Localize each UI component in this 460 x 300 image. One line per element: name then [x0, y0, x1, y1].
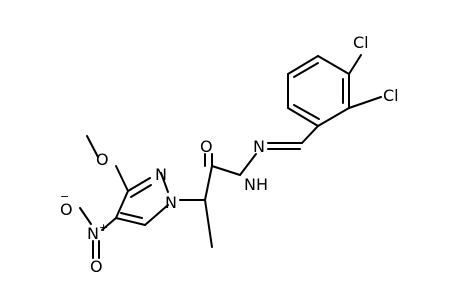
nitro-oxygen: O [60, 200, 73, 219]
nitro-o-bond [79, 207, 92, 225]
chlorine-atom: Cl [383, 86, 399, 105]
c-nitro-bond [101, 217, 117, 231]
ring-bond [293, 62, 319, 78]
ring-bond [317, 107, 350, 127]
ring-bond [317, 55, 350, 75]
nitro-oxygen: O [90, 257, 103, 276]
nitro-nitrogen-charge: + [99, 221, 108, 234]
pyrazole-nitrogen: N [155, 165, 167, 184]
pyrazole-bond [120, 212, 143, 219]
atom-labels: Cl Cl O N N H N N O N + O − O [60, 33, 399, 276]
pyrazole-bond [115, 217, 146, 226]
ring-bond [287, 107, 319, 127]
ring-bond [293, 104, 320, 120]
hydrazone-nitrogen: N [253, 137, 265, 156]
n-n-bond [239, 153, 257, 176]
o-methyl-bond [86, 135, 99, 158]
ring-ch-bond [301, 125, 319, 144]
pyrazole-bond [115, 190, 129, 219]
pyrazole-nitrogen: N [165, 193, 177, 212]
c-cl-bond [348, 54, 362, 75]
methoxy-oxygen: O [96, 150, 109, 169]
c-methyl-bond [204, 199, 213, 248]
c-cl-bond [348, 96, 382, 109]
pyrazole-bond [144, 204, 169, 226]
bonds [79, 54, 382, 259]
nh-hydrogen: H [256, 175, 268, 194]
carbonyl-oxygen: O [200, 137, 213, 156]
pyrazole-bond [130, 184, 152, 198]
ring-bond [287, 55, 319, 75]
pyrazole-bond [160, 172, 169, 193]
c-o-bond [115, 165, 129, 192]
nitro-nitrogen: N [87, 224, 99, 243]
chlorine-atom: Cl [353, 33, 369, 52]
pyrazole-bond [127, 177, 151, 192]
nitro-oxygen-charge: − [60, 190, 69, 203]
hydrazone-nitrogen: N [244, 175, 256, 194]
c-c-bond [204, 165, 213, 201]
nh-c-bond [211, 165, 241, 176]
